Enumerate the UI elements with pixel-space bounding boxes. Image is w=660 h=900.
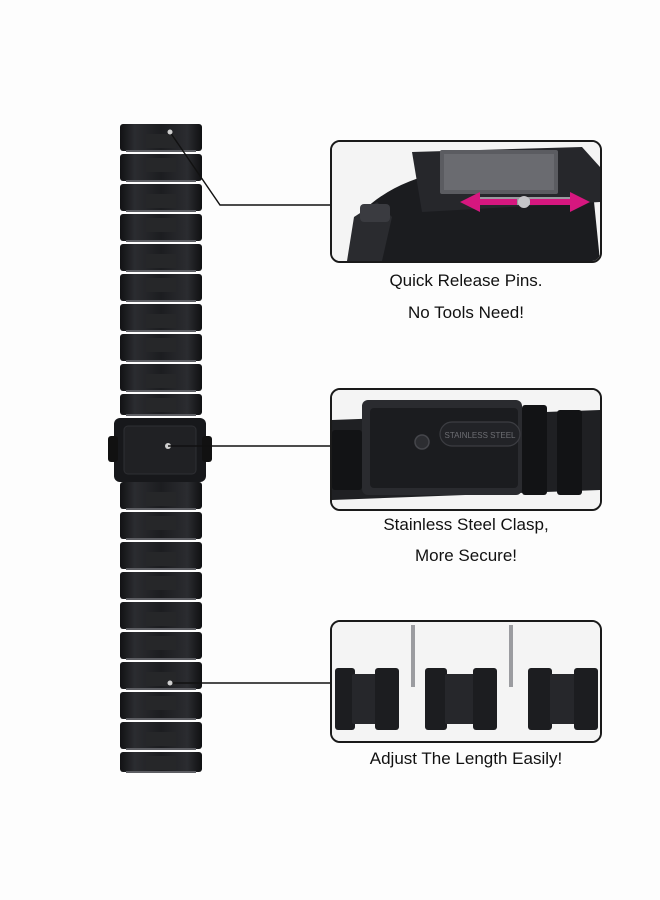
band-link-seam (126, 210, 196, 212)
band-link-center (146, 492, 176, 506)
band-link-center (146, 374, 176, 388)
band-link-center (146, 612, 176, 626)
band-link-center (146, 732, 176, 746)
band-link-seam (126, 771, 196, 773)
band-link-center (146, 756, 176, 770)
band-link-center (146, 398, 176, 412)
leader-lines (168, 131, 330, 684)
band-link-seam (126, 538, 196, 540)
band-clasp (108, 418, 212, 482)
band-link-seam (126, 628, 196, 630)
clasp-image: STAINLESS STEEL (332, 390, 600, 509)
band-link-center (146, 134, 176, 148)
band-link-seam (126, 270, 196, 272)
band-link-seam (126, 598, 196, 600)
band-link-center (146, 636, 176, 650)
band-link-seam (126, 390, 196, 392)
quick-release-panel (330, 140, 602, 263)
band-link-center (146, 516, 176, 530)
band-link-seam (126, 688, 196, 690)
clasp-caption: Stainless Steel Clasp, More Secure! (330, 510, 602, 572)
band-link-seam (126, 658, 196, 660)
band-link-center (146, 158, 176, 172)
band-link-seam (126, 330, 196, 332)
clasp-panel: STAINLESS STEEL (330, 388, 602, 511)
adjust-caption: Adjust The Length Easily! (330, 745, 602, 773)
band-link-center (146, 254, 176, 268)
caption-line: No Tools Need! (408, 303, 524, 322)
quick-release-caption: Quick Release Pins. No Tools Need! (330, 266, 602, 330)
band-link-center (146, 194, 176, 208)
band-link-seam (126, 508, 196, 510)
band-link-center (146, 576, 176, 590)
band-link-seam (126, 180, 196, 182)
band-links (120, 124, 202, 773)
band-link-center (146, 218, 176, 232)
band-link-seam (126, 360, 196, 362)
band-link-seam (126, 300, 196, 302)
band-link-center (146, 338, 176, 352)
band-link-seam (126, 414, 196, 416)
band-link-seam (126, 718, 196, 720)
adjust-panel (330, 620, 602, 743)
band-link-center (146, 696, 176, 710)
band-link-seam (126, 748, 196, 750)
band-link-center (146, 552, 176, 566)
caption-line: Quick Release Pins. (389, 271, 543, 290)
quick-release-image (332, 142, 600, 261)
band-link-seam (126, 150, 196, 152)
band-link-center (146, 278, 176, 292)
clasp-engraving: STAINLESS STEEL (445, 431, 517, 440)
caption-line: Stainless Steel Clasp, (383, 515, 549, 534)
band-link-center (146, 314, 176, 328)
caption-line: Adjust The Length Easily! (369, 749, 563, 768)
adjust-image (332, 622, 600, 741)
caption-line: More Secure! (414, 546, 518, 565)
band-link-seam (126, 568, 196, 570)
band-link-seam (126, 240, 196, 242)
release-arrows-icon (460, 192, 590, 212)
